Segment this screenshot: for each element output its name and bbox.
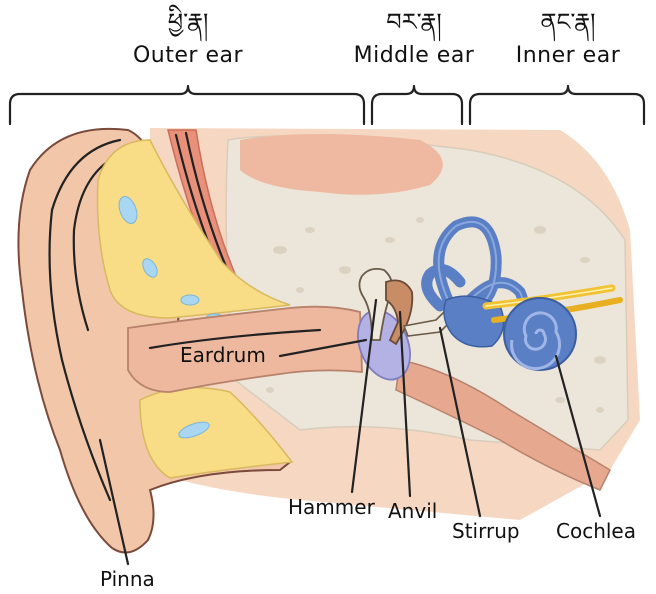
outer-ear-bracket [10, 86, 364, 124]
inner-ear-tibetan-heading: ནང་རྣ། [540, 8, 595, 42]
eardrum-label: Eardrum [180, 343, 266, 367]
hammer-label: Hammer [288, 495, 376, 519]
inner-ear-bracket [470, 86, 644, 124]
anvil-label: Anvil [388, 499, 437, 523]
middle-ear-tibetan-heading: བར་རྣ། [386, 8, 442, 42]
outer-ear-tibetan-heading: ཕྱི་རྣ། [168, 4, 209, 42]
outer-ear-heading: Outer ear [133, 43, 243, 68]
inner-ear-heading: Inner ear [516, 43, 621, 68]
cochlea-label: Cochlea [556, 519, 636, 543]
middle-ear-heading: Middle ear [354, 43, 475, 68]
middle-ear-bracket [372, 86, 462, 124]
stirrup-label: Stirrup [452, 519, 520, 543]
cochlea-spiral [504, 298, 576, 370]
pinna-label: Pinna [100, 567, 155, 591]
